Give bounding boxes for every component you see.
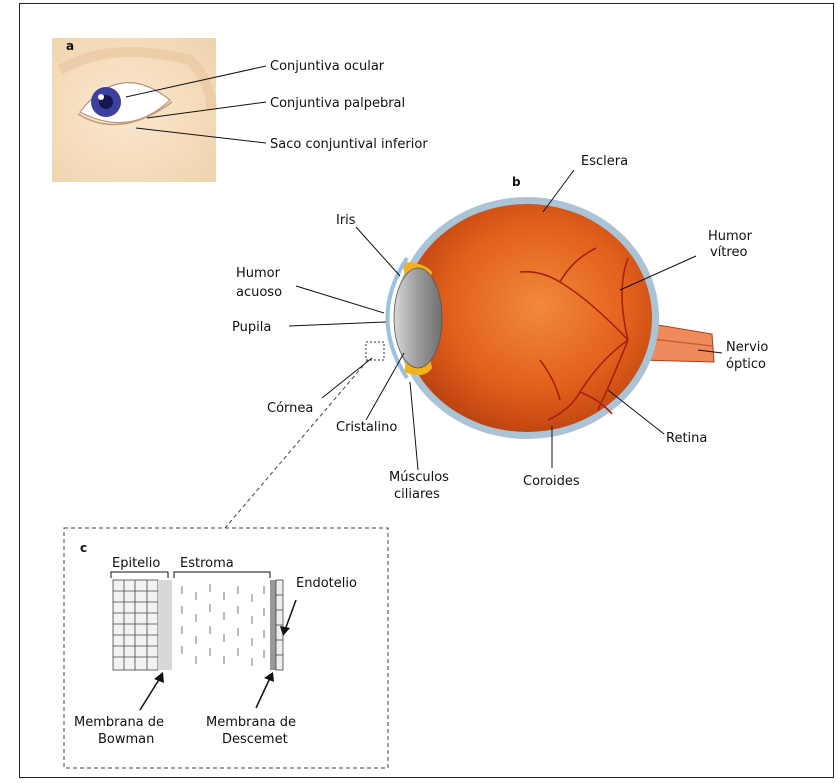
endothelium-cells bbox=[276, 580, 283, 670]
leader-humor-acuoso bbox=[296, 286, 384, 313]
arrow-descemet bbox=[256, 678, 270, 708]
leader-iris bbox=[356, 227, 400, 276]
arrow-bowman bbox=[140, 678, 160, 710]
label-humor-acuoso-line1: Humor bbox=[236, 266, 281, 281]
label-conjuntiva-ocular: Conjuntiva ocular bbox=[270, 59, 385, 74]
stroma-fibers bbox=[182, 584, 264, 666]
panel-label-a: a bbox=[66, 39, 74, 53]
label-cristalino: Cristalino bbox=[336, 420, 397, 435]
descemet-membrane bbox=[270, 580, 276, 670]
panel-a: a Conjuntiva ocular Conjuntiva palpebral… bbox=[52, 38, 428, 182]
panel-label-b: b bbox=[512, 175, 521, 189]
arrow-head-bowman bbox=[154, 672, 164, 683]
cornea-zoom-box bbox=[366, 342, 384, 360]
panel-b: b bbox=[232, 154, 768, 502]
leader-musculos-ciliares bbox=[410, 382, 418, 470]
bracket-epitelio bbox=[111, 572, 168, 578]
label-saco-conjuntival-inferior: Saco conjuntival inferior bbox=[270, 137, 428, 152]
label-pupila: Pupila bbox=[232, 320, 271, 335]
label-musculos-ciliares-line2: ciliares bbox=[394, 487, 440, 502]
label-descemet-line2: Descemet bbox=[222, 732, 288, 747]
panel-c: c bbox=[64, 528, 388, 768]
bowman-membrane bbox=[158, 580, 172, 670]
label-humor-vitreo-line2: vítreo bbox=[710, 245, 747, 260]
label-estroma: Estroma bbox=[180, 556, 234, 571]
zoom-connector bbox=[225, 360, 368, 528]
label-descemet-line1: Membrana de bbox=[206, 715, 296, 730]
label-nervio-optico-line1: Nervio bbox=[726, 340, 768, 355]
epithelium-cells bbox=[113, 580, 158, 670]
panel-label-c: c bbox=[80, 541, 87, 555]
leader-cornea bbox=[322, 358, 372, 398]
leader-retina bbox=[608, 390, 664, 434]
label-epitelio: Epitelio bbox=[112, 556, 160, 571]
label-humor-acuoso-line2: acuoso bbox=[236, 285, 282, 300]
label-humor-vitreo-line1: Humor bbox=[708, 229, 753, 244]
leader-pupila bbox=[289, 322, 386, 326]
leader-cristalino bbox=[366, 353, 404, 420]
label-iris: Iris bbox=[336, 213, 356, 228]
lens-cristalino bbox=[394, 268, 442, 368]
label-cornea: Córnea bbox=[267, 401, 313, 416]
label-esclera: Esclera bbox=[581, 154, 628, 169]
label-coroides: Coroides bbox=[523, 474, 580, 489]
label-retina: Retina bbox=[666, 431, 707, 446]
label-endotelio: Endotelio bbox=[296, 576, 357, 591]
arrow-endotelio bbox=[285, 600, 296, 630]
label-bowman-line2: Bowman bbox=[98, 732, 154, 747]
label-bowman-line1: Membrana de bbox=[74, 715, 164, 730]
label-musculos-ciliares-line1: Músculos bbox=[389, 470, 449, 485]
bracket-estroma bbox=[174, 572, 270, 578]
label-conjuntiva-palpebral: Conjuntiva palpebral bbox=[270, 96, 405, 111]
label-nervio-optico-line2: óptico bbox=[726, 357, 766, 372]
eye-highlight bbox=[98, 94, 104, 100]
